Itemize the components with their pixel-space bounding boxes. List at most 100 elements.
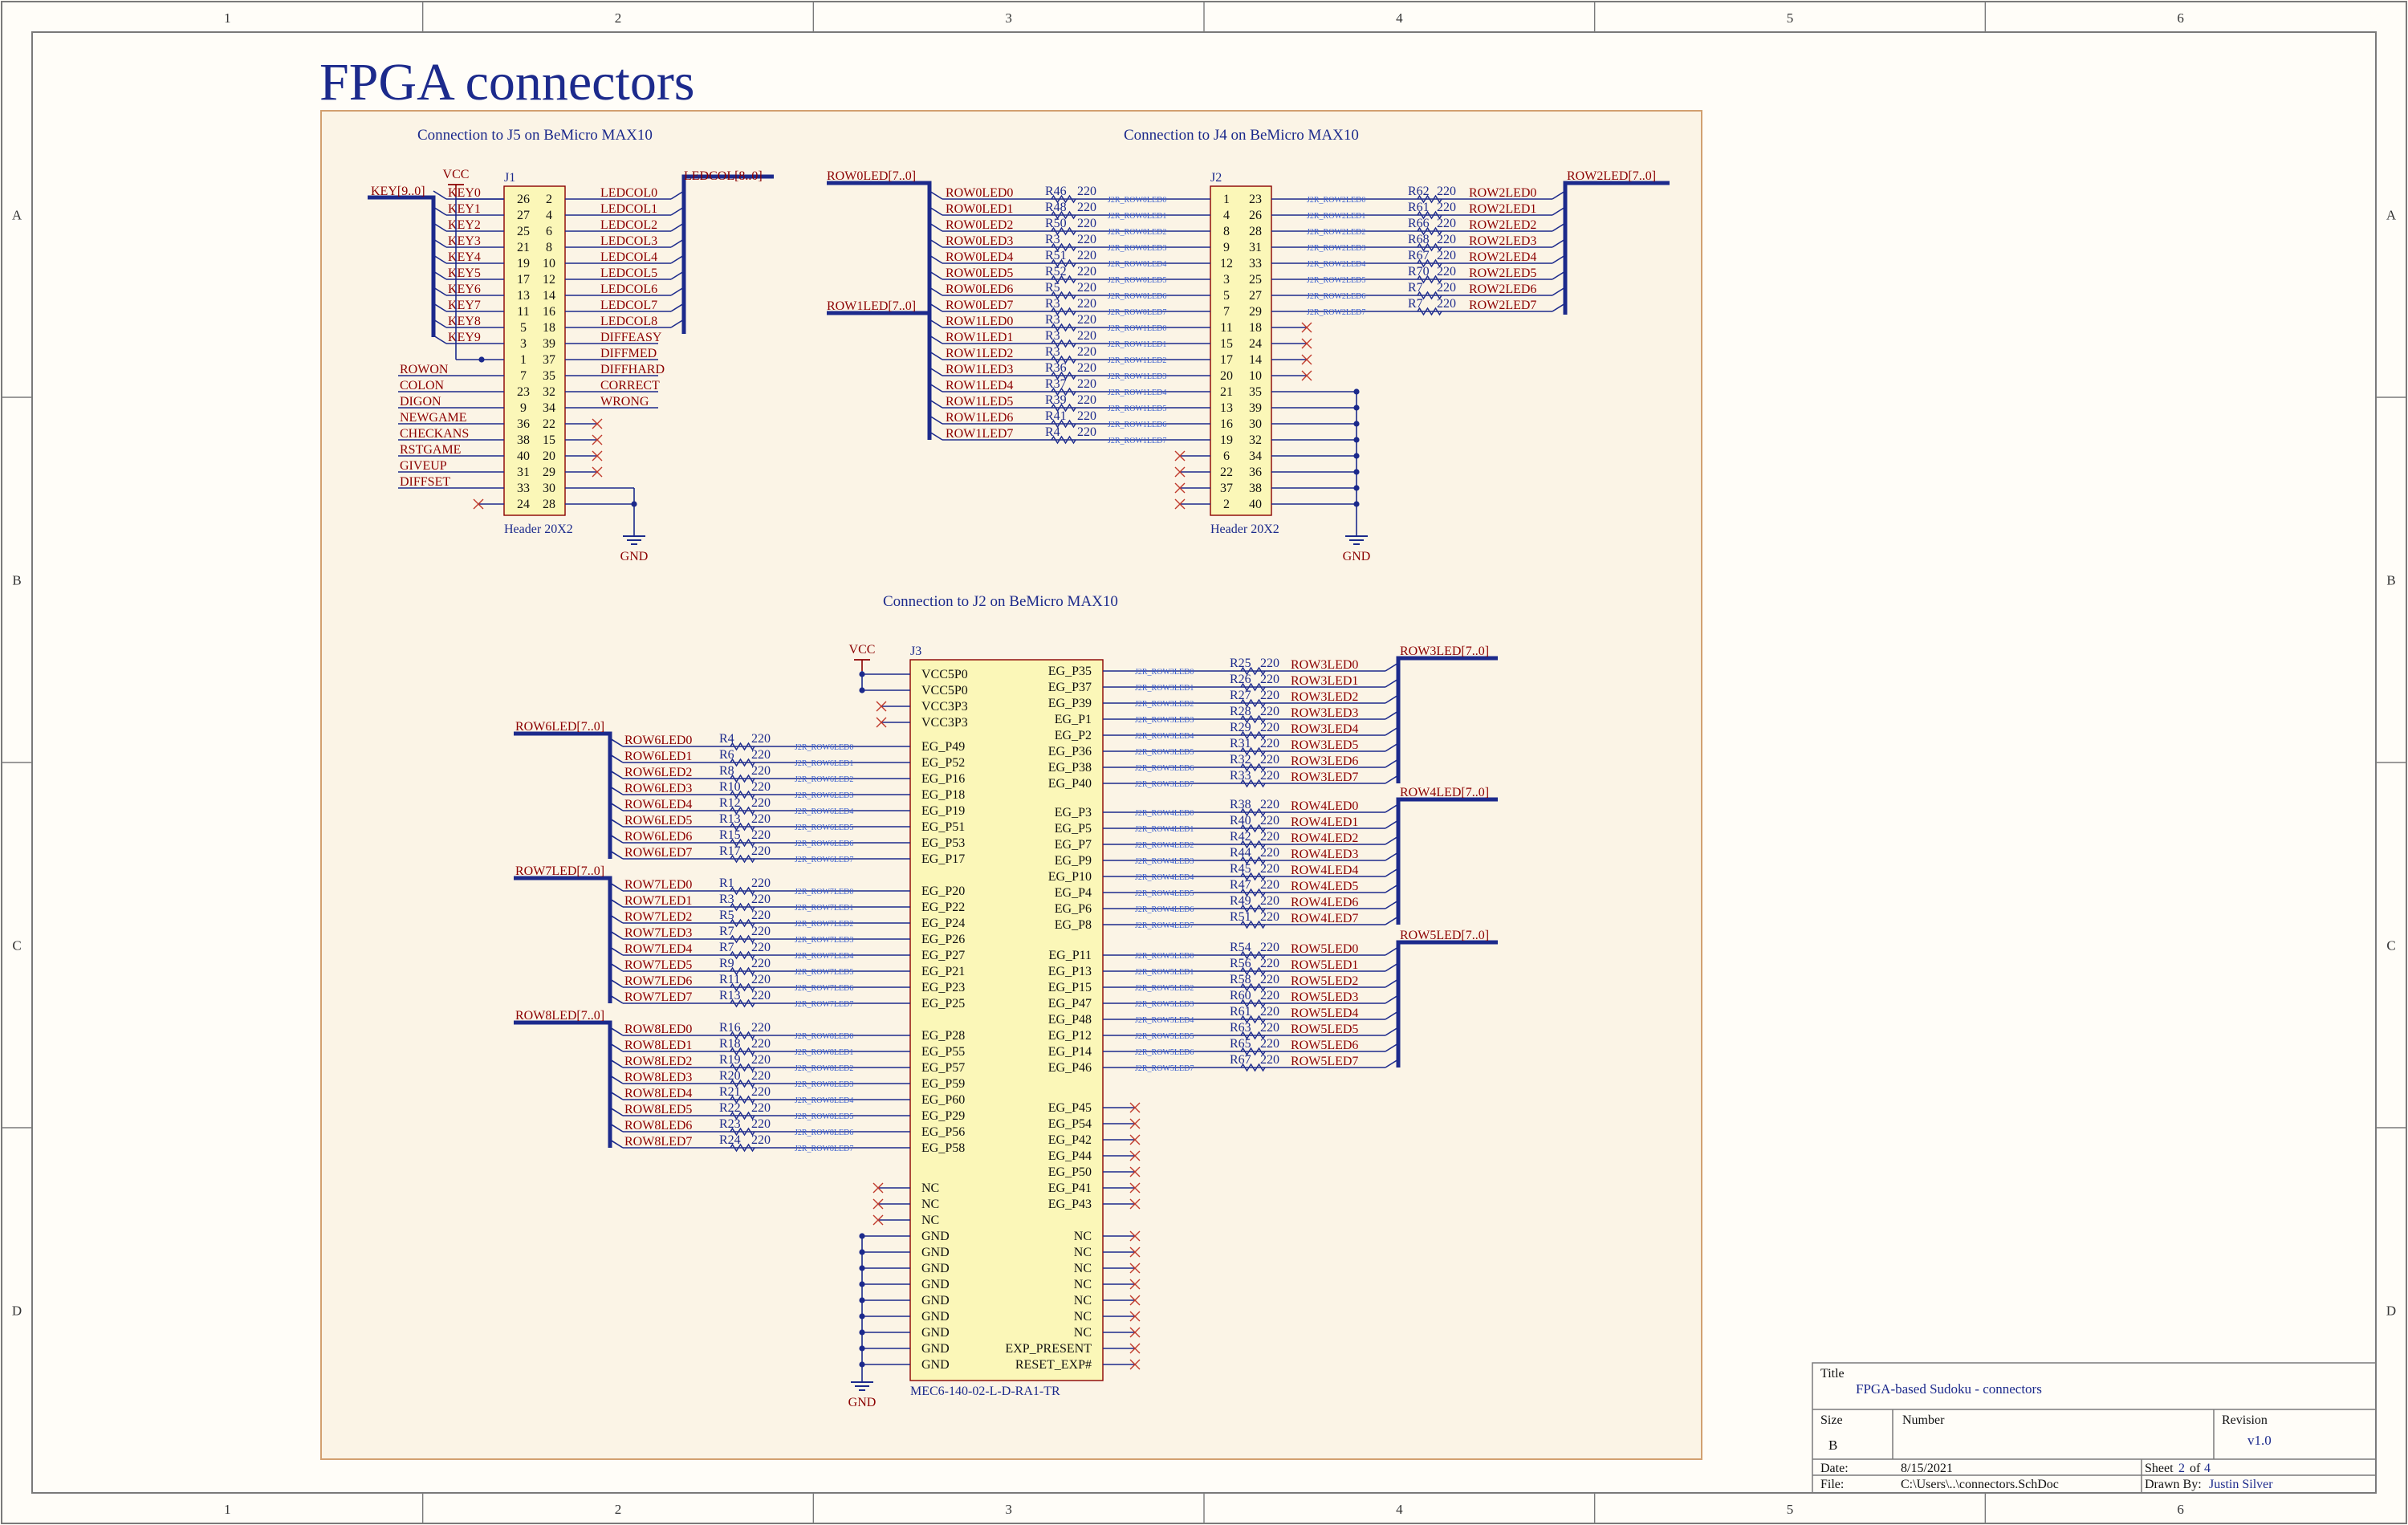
bus-entry [670,270,685,280]
pin-name: EG_P21 [921,965,965,978]
bus-entry [1552,270,1566,280]
net-label: ROW7LED5 [624,958,692,972]
wire-label: J2R_ROW0LED5 [1108,276,1166,285]
net-label: ROW8LED3 [624,1071,692,1084]
resistor-symbol [1417,258,1442,268]
grid-col-label: 3 [1005,1502,1012,1517]
resistor-symbol [1417,274,1442,284]
wire-label: J2R_ROW2LED5 [1307,276,1365,285]
resistor-designator: R21 [719,1085,741,1099]
net-label: ROW8LED1 [624,1039,692,1052]
bus-entry [670,319,685,328]
wire-label: J2R_ROW1LED0 [1108,324,1166,333]
pin-number: 17 [517,273,530,287]
resistor-designator: R41 [1045,409,1067,423]
wire-label: J2R_ROW5LED1 [1135,968,1194,977]
net-label: LEDCOL5 [600,266,657,280]
bus-entry [609,754,624,763]
pin-number: 22 [543,417,555,431]
bus-label: ROW3LED[7..0] [1400,645,1489,658]
grid-col-label: 2 [615,10,622,26]
resistor-symbol [1417,242,1442,252]
no-connect-x [1174,498,1186,510]
net-label: KEY4 [448,250,481,264]
no-connect-x [1301,322,1312,333]
wire-label: J2R_ROW8LED4 [795,1096,853,1105]
pin-name: GND [921,1342,950,1356]
net-label: ROW1LED5 [946,395,1013,409]
bus-entry [929,190,943,200]
wire-label: J2R_ROW6LED5 [795,824,853,832]
resistor-designator: R3 [719,893,734,906]
pin-name: EG_P17 [921,852,965,866]
resistor-designator: R6 [719,748,734,762]
resistor-value: 220 [1260,737,1279,750]
net-label: LEDCOL6 [600,283,657,296]
resistor-value: 220 [1260,1037,1279,1051]
resistor-value: 220 [1077,393,1096,407]
bus-entry [609,1059,624,1068]
grid-row-label: B [2386,573,2395,588]
resistor-symbol [730,854,755,864]
resistor-value: 220 [1260,721,1279,734]
net-label: ROW2LED4 [1469,250,1536,264]
resistor-designator: R8 [719,764,734,778]
net-label: ROW0LED4 [946,250,1013,264]
pin-name: EG_P36 [1048,745,1092,758]
resistor-designator: R48 [1045,201,1067,214]
resistor-value: 220 [1260,846,1279,860]
resistor-value: 220 [751,957,771,970]
net-label: ROW3LED4 [1291,722,1358,736]
pin-name: EG_P1 [1055,713,1092,726]
bus-entry [1385,819,1399,829]
wire-label: J2R_ROW0LED7 [1108,308,1166,317]
pin-number: 32 [1249,433,1262,447]
j2-row2-bus [1563,181,1670,315]
pin-name: GND [921,1358,950,1372]
bus-entry [1385,868,1399,877]
resistor-value: 220 [751,1117,771,1131]
bus-entry [929,319,943,328]
net-label: GIVEUP [400,459,447,473]
no-connect-x [872,1214,884,1226]
wire-label: J2R_ROW8LED0 [795,1032,853,1041]
resistor-designator: R49 [1230,894,1251,908]
bus-entry [929,335,943,344]
net-label: ROW6LED0 [624,734,692,747]
resistor-symbol [1051,387,1076,396]
pin-name: EG_P60 [921,1093,965,1107]
net-label: RSTGAME [400,443,461,457]
resistor-designator: R7 [719,941,734,954]
wire-label: J2R_ROW3LED1 [1135,684,1194,693]
resistor-symbol [730,758,755,767]
pin-number: 37 [1220,482,1233,495]
resistor-designator: R3 [1045,329,1060,343]
pin-number: 20 [543,449,555,463]
resistor-symbol [730,1143,755,1153]
number-label: Number [1902,1413,1945,1427]
j1-key-bus [368,195,436,337]
resistor-value: 220 [751,876,771,890]
pin-name: EG_P5 [1055,822,1092,836]
net-label: ROW6LED5 [624,814,692,828]
pin-name: EG_P2 [1055,729,1092,742]
no-connect-x [872,1198,884,1210]
bus-entry [1385,742,1399,752]
gnd-label: GND [848,1396,877,1409]
bus-entry [609,882,624,892]
resistor-value: 220 [751,844,771,858]
pin-number: 25 [1249,273,1262,287]
pin-name: NC [1074,1262,1092,1275]
bus-entry [433,238,447,248]
resistor-value: 220 [1437,201,1456,214]
resistor-symbol [1240,1015,1266,1024]
no-connect-x [1129,1263,1141,1274]
j3-right-bus [1396,940,1498,1068]
resistor-designator: R10 [719,780,741,794]
j3-left-bus [514,876,612,1003]
j3-right-bus [1396,656,1498,783]
resistor-symbol [1051,403,1076,413]
resistor-value: 220 [1437,249,1456,262]
pin-name: GND [921,1294,950,1307]
wire-label: J2R_ROW2LED2 [1307,228,1365,237]
